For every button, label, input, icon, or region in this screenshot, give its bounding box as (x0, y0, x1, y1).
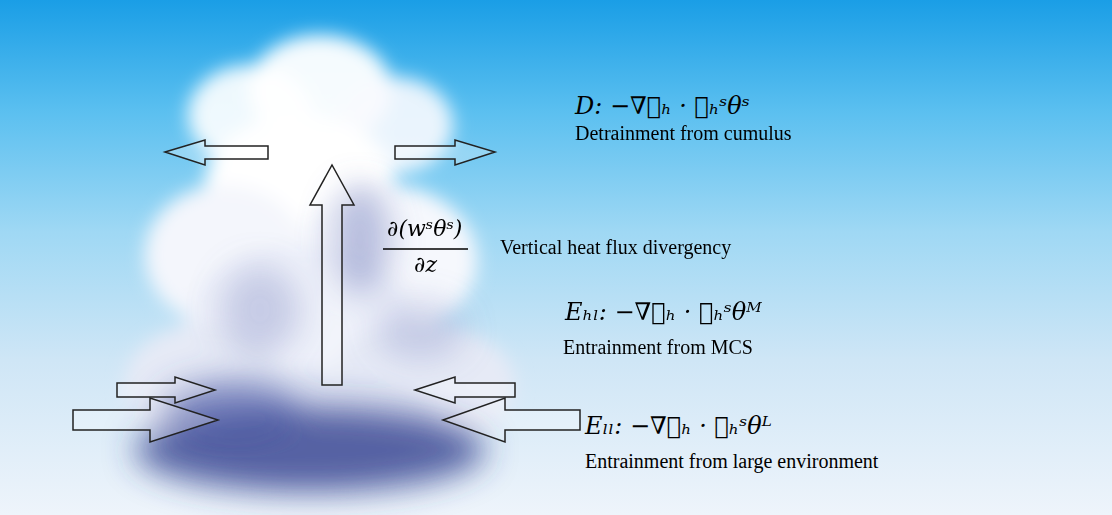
formula: Eₗₗ: −∇⃗ₕ · 𝐯ₕˢθᴸ (585, 412, 772, 440)
description: Detrainment from cumulus (575, 122, 792, 145)
detrain-arrow-left (165, 140, 268, 165)
fraction-bar (383, 248, 468, 249)
description: Entrainment from MCS (563, 336, 753, 359)
env-entrain-arrow-left (73, 398, 218, 442)
formula: D: −∇⃗ₕ · 𝐯ₕˢθˢ (575, 92, 750, 120)
detrain-arrow-right (395, 140, 495, 165)
mcs-entrain-arrow-left (117, 377, 215, 403)
fraction-denominator: ∂z (414, 252, 437, 277)
fraction-numerator: ∂(wˢθˢ) (387, 216, 462, 241)
env-entrain-arrow-right (443, 398, 580, 442)
description: Vertical heat flux divergency (500, 236, 731, 259)
description: Entrainment from large environment (585, 450, 878, 473)
updraft-arrow (310, 165, 354, 385)
formula: Eₕₗ: −∇⃗ₕ · 𝐯ₕˢθᴹ (565, 298, 762, 326)
cloud-shading (135, 185, 485, 492)
